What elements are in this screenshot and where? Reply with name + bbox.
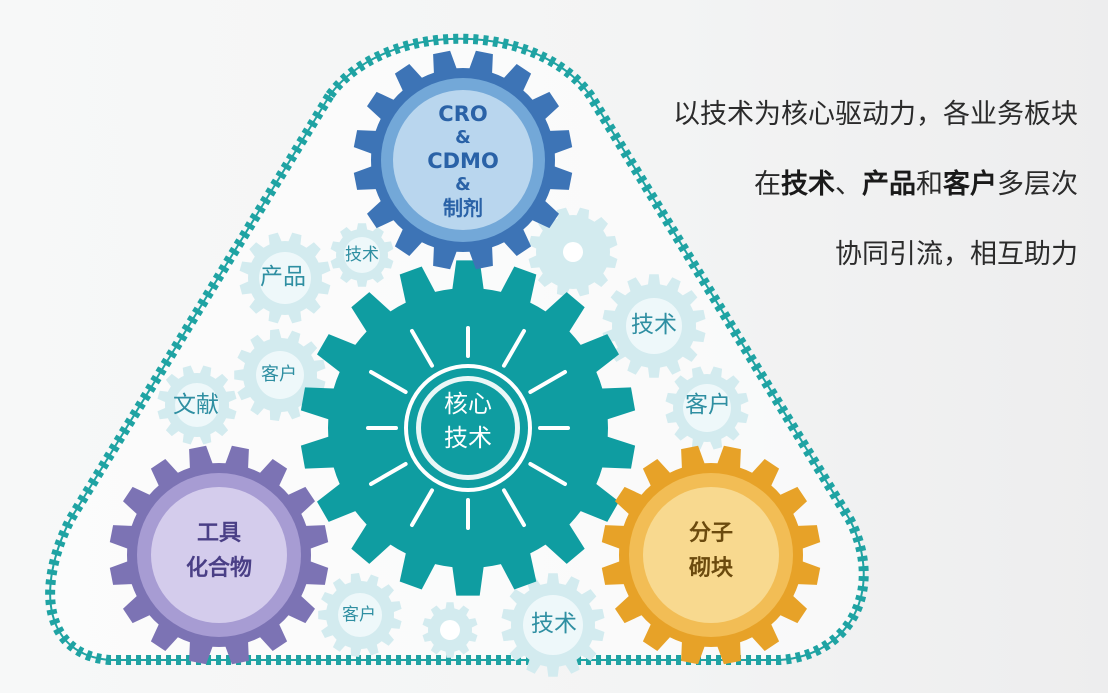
pale-gear-client-left-hub — [256, 351, 304, 399]
description-word: 和 — [916, 169, 943, 200]
tool-compound-gear: 工具 化合物 — [186, 521, 252, 581]
small-gear-client-bottom: 客户 — [342, 605, 376, 625]
pale-gear-tech-bottom — [501, 573, 605, 677]
description-line-2: 在技术、产品和客户多层次 — [558, 165, 1078, 235]
description-word: 在 — [754, 169, 781, 200]
core-gear-body-ring — [404, 364, 532, 492]
cro-label-3: CDMO — [427, 149, 499, 173]
pale-gear-top-right-hub — [563, 242, 583, 262]
pale-gear-tech-top — [330, 223, 394, 287]
pale-gear-small-bottom-hub — [440, 620, 460, 640]
pale-gear-literature-hub — [175, 383, 219, 427]
small-gear-tech-bottom: 技术 — [531, 611, 577, 637]
core-gear-spoke — [410, 488, 434, 527]
core-gear-spoke — [369, 462, 408, 486]
core-label-1: 核心 — [444, 390, 492, 418]
pale-gear-tech-top-hub — [344, 237, 380, 273]
description-line-3: 协同引流，相互助力 — [835, 239, 1078, 270]
pale-gear-small-bottom — [422, 602, 478, 658]
pale-gear-tech-right — [602, 274, 706, 378]
small-gear-tech-top: 技术 — [345, 245, 379, 265]
description-highlight-product: 产品 — [862, 169, 916, 200]
tool-label-2: 化合物 — [186, 555, 252, 581]
small-gear-tech-right: 技术 — [631, 312, 677, 338]
pale-gear-client-bottom-hub — [338, 593, 382, 637]
pale-gear-client-left — [234, 329, 326, 421]
description-text: 以技术为核心驱动力，各业务板块 在技术、产品和客户多层次 协同引流，相互助力 — [558, 95, 1078, 305]
core-gear-spoke — [502, 329, 526, 368]
core-gear-body — [300, 260, 636, 596]
block-label-2: 砌块 — [688, 556, 734, 581]
chain-inner-line — [49, 37, 865, 661]
small-gear-client-right: 客户 — [685, 392, 731, 418]
cro-label-5: 制剂 — [443, 196, 483, 220]
tool-label-1: 工具 — [197, 521, 241, 546]
building-block-gear-body — [601, 445, 821, 665]
core-label-2: 技术 — [444, 424, 492, 452]
description-highlight-tech: 技术 — [781, 169, 835, 200]
pale-gear-client-right — [665, 366, 749, 450]
tool-gear-inner — [151, 487, 287, 623]
description-word: 、 — [835, 169, 862, 200]
pale-gear-tech-bottom-hub — [523, 595, 583, 655]
block-gear-inner — [643, 487, 779, 623]
tool-compound-gear-body — [109, 445, 329, 665]
pale-gear-literature — [157, 365, 237, 445]
pale-gear-top-right — [528, 207, 618, 297]
core-gear-spoke — [528, 370, 567, 394]
pale-gear-client-right-hub — [683, 384, 731, 432]
core-gear: 核心 技术 — [444, 390, 492, 452]
description-word: 多层次 — [997, 169, 1078, 200]
cro-gear-body — [353, 50, 573, 270]
small-gear-literature: 文献 — [173, 392, 219, 418]
description-highlight-client: 客户 — [943, 169, 997, 200]
core-gear-center — [421, 381, 515, 475]
cro-label-2: & — [455, 127, 471, 148]
small-gear-client-left: 客户 — [261, 364, 297, 385]
cro-label-4: & — [455, 174, 471, 195]
pale-gear-tech-right-hub — [626, 298, 682, 354]
cro-gear-inner — [393, 90, 533, 230]
block-label-1: 分子 — [689, 521, 733, 546]
building-block-gear: 分子 砌块 — [688, 521, 734, 581]
pale-gear-product — [239, 232, 331, 324]
core-gear-spoke — [369, 370, 408, 394]
pale-gear-product-hub — [259, 252, 311, 304]
description-line-1: 以技术为核心驱动力，各业务板块 — [673, 99, 1078, 130]
small-gear-product: 产品 — [260, 264, 306, 290]
cro-label-1: CRO — [438, 102, 487, 126]
cro-gear: CRO & CDMO & 制剂 — [427, 102, 499, 220]
pale-gear-client-bottom — [318, 573, 402, 657]
core-gear-spoke — [410, 329, 434, 368]
core-gear-spoke — [502, 488, 526, 527]
core-gear-spoke — [528, 462, 567, 486]
